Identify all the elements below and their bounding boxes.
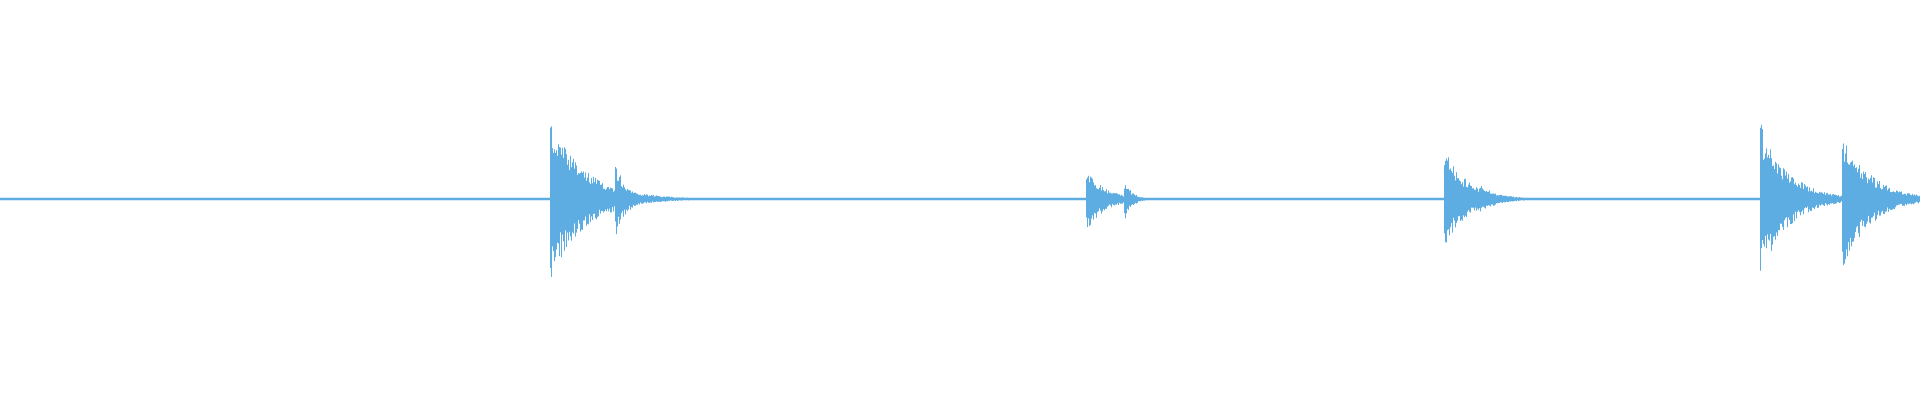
waveform-path bbox=[0, 124, 1920, 277]
waveform-bars bbox=[0, 124, 1920, 277]
